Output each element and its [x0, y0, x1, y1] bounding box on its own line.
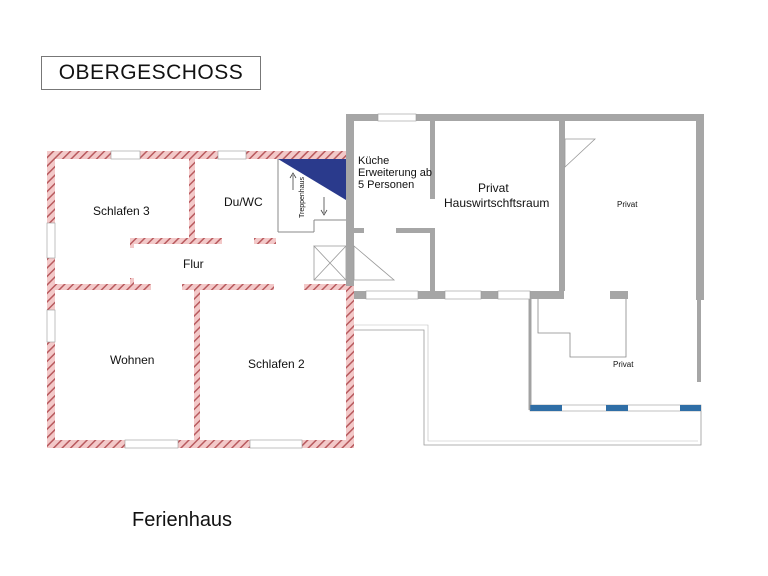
floor-title: OBERGESCHOSS	[41, 56, 261, 90]
kueche-line-3: 5 Personen	[358, 179, 415, 191]
outer-walls-left	[46, 150, 354, 449]
room-label-privat-right: Privat	[617, 200, 638, 209]
room-label-flur: Flur	[183, 257, 204, 271]
room-label-schlafen2: Schlafen 2	[248, 357, 305, 371]
room-label-privat-bottom: Privat	[613, 360, 634, 369]
footer-caption: Ferienhaus	[132, 509, 233, 531]
stairwell	[277, 159, 347, 282]
room-label-treppenhaus: Treppenhaus	[299, 177, 306, 218]
room-label-wohnen: Wohnen	[110, 353, 155, 367]
room-label-kueche: Küche Erweiterung ab 5 Personen	[358, 155, 432, 191]
room-label-privat-hwr: Privat	[478, 181, 509, 195]
inner-walls-left	[55, 159, 346, 440]
door-swing	[353, 245, 396, 281]
room-label-hauswirtschaftsraum: Hauswirtschftsraum	[444, 196, 550, 210]
kueche-line-1: Küche	[358, 155, 390, 167]
terrace	[354, 299, 702, 446]
room-label-duwc: Du/WC	[224, 195, 263, 209]
outer-walls-right	[346, 113, 704, 382]
room-label-schlafen3: Schlafen 3	[93, 204, 150, 218]
kueche-line-2: Erweiterung ab	[358, 167, 432, 179]
